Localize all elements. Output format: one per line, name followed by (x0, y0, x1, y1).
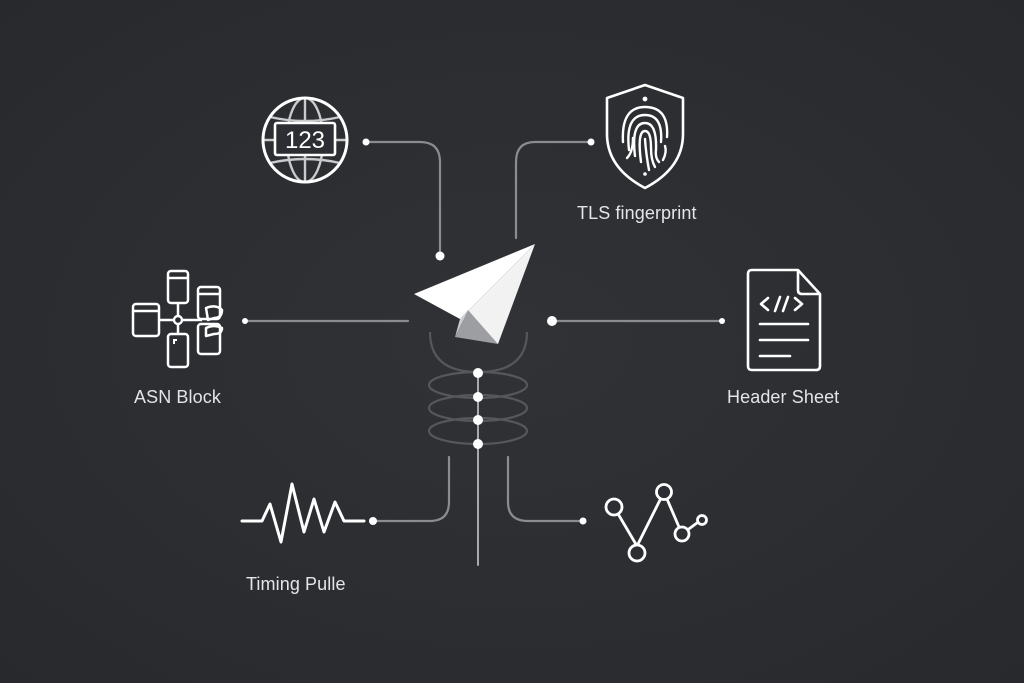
paper-plane-icon (414, 244, 535, 344)
node-asn[interactable] (130, 268, 230, 377)
dot-header (719, 318, 725, 324)
dot-timing (369, 517, 377, 525)
svg-text:123: 123 (285, 127, 325, 154)
connector-tls (514, 140, 593, 240)
node-graph-icon (604, 483, 708, 563)
code-document-icon (746, 268, 822, 372)
label-timing: Timing Pulle (246, 574, 346, 594)
dot-tls (587, 138, 595, 146)
dot-ip (362, 138, 370, 146)
dot-asn (242, 318, 248, 324)
node-ip[interactable]: 123 (258, 93, 352, 192)
waveform-icon (240, 482, 366, 544)
node-tls[interactable] (603, 82, 687, 195)
label-asn: ASN Block (134, 387, 221, 407)
network-devices-icon (131, 269, 224, 369)
node-graph[interactable] (598, 478, 710, 569)
connector-ip (364, 140, 442, 254)
connector-timing (371, 455, 451, 523)
globe-123-icon: 123 (261, 96, 349, 184)
node-timing[interactable] (240, 478, 366, 553)
dot-graph (579, 517, 587, 525)
shield-fingerprint-icon (605, 83, 685, 190)
node-header[interactable] (746, 268, 822, 377)
dot-header-center (547, 316, 557, 326)
label-tls: TLS fingerprint (577, 203, 697, 223)
label-header: Header Sheet (727, 387, 840, 407)
dot-ip-center (435, 251, 445, 261)
connector-graph (506, 455, 585, 523)
